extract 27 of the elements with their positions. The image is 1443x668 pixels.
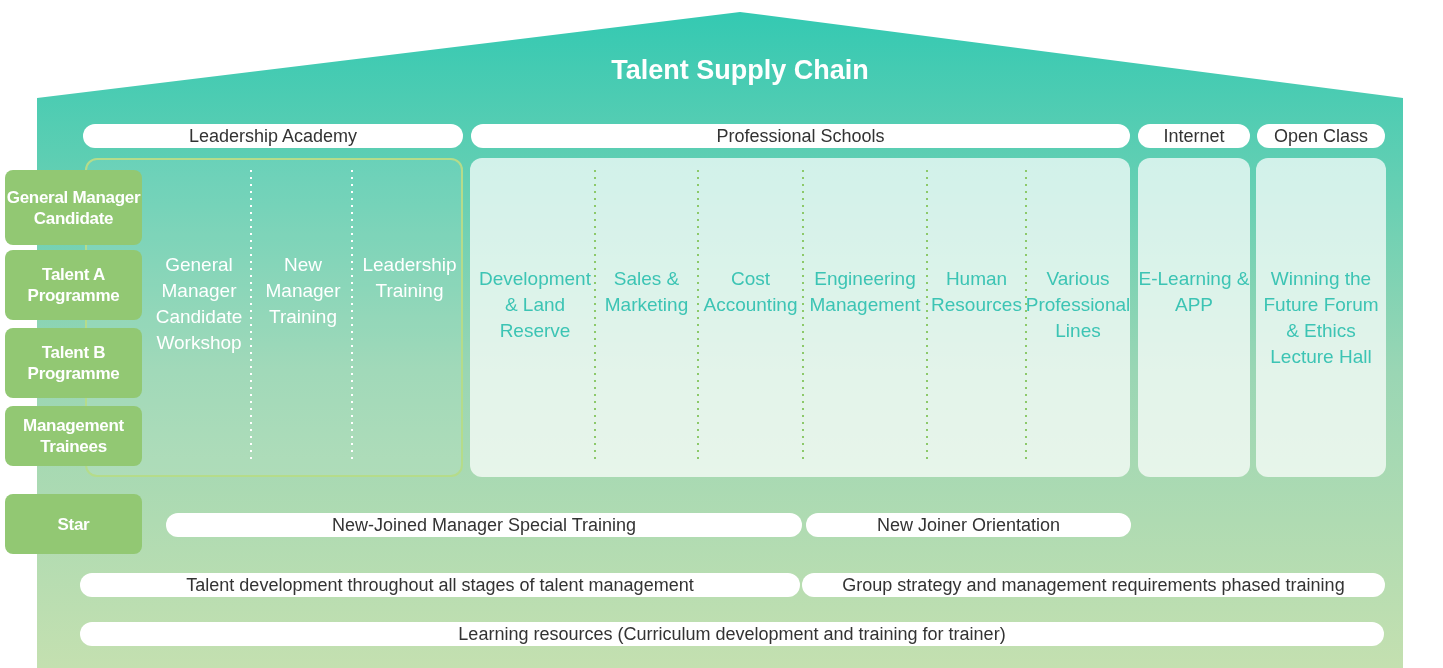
programme-tag: General Manager Candidate [5, 170, 142, 245]
training-pill: Talent development throughout all stages of talent management [80, 573, 800, 597]
course-label: Engineering Management [803, 158, 927, 477]
course-label: Sales & Marketing [595, 158, 698, 477]
section-header-pill: Open Class [1257, 124, 1385, 148]
programme-tag: Talent A Programme [5, 250, 142, 320]
section-header-pill: Internet [1138, 124, 1250, 148]
schools-panel [470, 158, 1130, 477]
course-label: Cost Accounting [698, 158, 803, 477]
channel-panel: Winning the Future Forum & Ethics Lecture Hall [1256, 158, 1386, 477]
training-pill: New Joiner Orientation [806, 513, 1131, 537]
programme-tag: Star [5, 494, 142, 554]
course-label: Human Resources [927, 158, 1026, 477]
course-label: Development & Land Reserve [475, 158, 595, 477]
title: Talent Supply Chain [610, 55, 870, 86]
section-header-pill: Leadership Academy [83, 124, 463, 148]
section-header-pill: Professional Schools [471, 124, 1130, 148]
course-label: Leadership Training [354, 160, 465, 479]
course-label: Various Professional Lines [1026, 158, 1130, 477]
training-pill: Group strategy and management requirements phased training [802, 573, 1385, 597]
course-label: General Manager Candidate Workshop [145, 160, 253, 479]
programme-tag: Talent B Programme [5, 328, 142, 398]
training-pill: Learning resources (Curriculum development and training for trainer) [80, 622, 1384, 646]
programme-tag: Management Trainees [5, 406, 142, 466]
training-pill: New-Joined Manager Special Training [166, 513, 802, 537]
channel-panel: E-Learning & APP [1138, 158, 1250, 477]
course-label: New Manager Training [253, 160, 353, 479]
